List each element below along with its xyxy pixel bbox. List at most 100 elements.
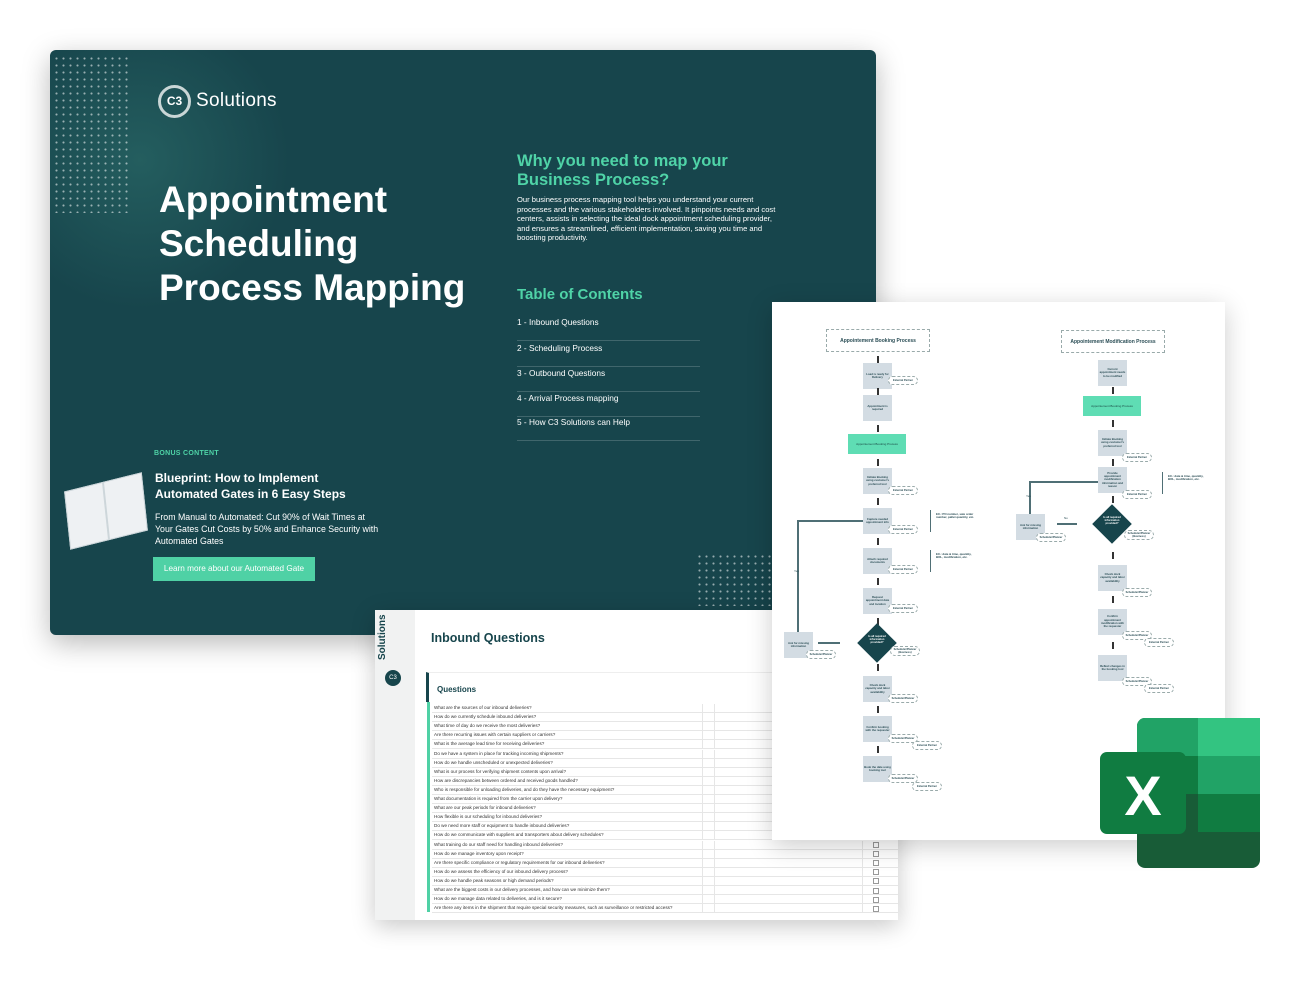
question-text: How do we communicate with suppliers and… xyxy=(434,832,604,838)
question-text: What are the sources of our inbound deli… xyxy=(434,705,532,710)
question-text: How do we handle peak seasons or high de… xyxy=(434,877,554,883)
role-pill: Scheduler/Planner xyxy=(888,734,918,743)
toc-item[interactable]: 4 - Arrival Process mapping xyxy=(517,392,700,417)
role-pill: External Partner xyxy=(1122,490,1152,499)
connector xyxy=(1112,642,1114,649)
no-connector xyxy=(1057,523,1077,525)
role-pill: External Partner xyxy=(912,741,942,750)
role-pill: External Partner xyxy=(888,604,918,613)
toc-item[interactable]: 3 - Outbound Questions xyxy=(517,367,700,392)
checkbox[interactable] xyxy=(873,860,879,867)
toc-item[interactable]: 5 - How C3 Solutions can Help xyxy=(517,416,700,441)
role-pill: Scheduler/Planner (Business) xyxy=(890,646,920,656)
role-pill: External Partner xyxy=(888,525,918,534)
yes-connector xyxy=(797,520,863,522)
process-step: Load is ready for Delivery xyxy=(863,363,892,389)
process-step: Book the date using booking tool xyxy=(863,756,892,782)
question-text: How do we manage data related to deliver… xyxy=(434,896,562,902)
checkbox[interactable] xyxy=(873,878,879,885)
checkbox[interactable] xyxy=(873,851,879,858)
question-text: How flexible is our scheduling for inbou… xyxy=(434,814,543,820)
question-text: Who is responsible for unloading deliver… xyxy=(434,786,615,792)
checkbox[interactable] xyxy=(873,905,879,912)
table-row: Are there specific compliance or regulat… xyxy=(432,858,898,868)
question-text: Do we have a system in place for trackin… xyxy=(434,750,564,756)
why-paragraph: Our business process mapping tool helps … xyxy=(517,195,776,243)
question-text: Are there any items in the shipment that… xyxy=(434,905,673,911)
decision-text: Is all required information provided? xyxy=(868,635,886,645)
process-step: Capture needed appointment info xyxy=(863,508,892,534)
note: EX.: PO number, sale order number, palle… xyxy=(930,510,976,532)
role-pill: Scheduler/Planner xyxy=(888,774,918,783)
table-row: How do we assess the efficiency of our i… xyxy=(432,867,898,877)
yes-label: Yes xyxy=(794,569,799,573)
role-pill: External Partner xyxy=(912,782,942,791)
flow-title: Appointement Booking Process xyxy=(826,329,930,352)
excel-icon: X xyxy=(1100,718,1260,868)
subprocess-step: Appointement Booking Process xyxy=(848,434,906,454)
process-step: Initiate Booking using customer's prefer… xyxy=(1098,430,1127,456)
guide-cover: C3 Solutions Appointment Scheduling Proc… xyxy=(50,50,876,635)
question-text: Do we need more staff or equipment to ha… xyxy=(434,823,570,829)
page-title: Inbound Questions xyxy=(431,631,545,645)
table-row: What are the biggest costs in our delive… xyxy=(432,886,898,896)
yes-connector xyxy=(1029,481,1031,514)
dot-pattern xyxy=(53,55,130,213)
connector xyxy=(1112,387,1114,394)
title-line: Scheduling xyxy=(159,223,359,264)
role-pill: External Partner xyxy=(888,486,918,495)
learn-more-button[interactable]: Learn more about our Automated Gate xyxy=(153,557,315,581)
blueprint-book-image xyxy=(64,472,148,550)
c3-logo-icon: C3 xyxy=(385,670,401,686)
bonus-text: From Manual to Automated: Cut 90% of Wai… xyxy=(155,512,379,546)
table-row: How do we manage data related to deliver… xyxy=(432,895,898,905)
checkbox[interactable] xyxy=(873,842,879,848)
process-step: Check dock capacity and labor availabili… xyxy=(863,676,892,702)
column-header: Questions xyxy=(437,685,477,694)
no-label: No xyxy=(1064,516,1068,520)
subprocess-step: Appointement Booking Process xyxy=(1083,396,1141,416)
connector xyxy=(877,578,879,585)
role-pill: External Partner xyxy=(888,565,918,574)
process-step: Request appointment date and location xyxy=(863,588,892,614)
connector xyxy=(877,459,879,466)
role-pill: External Partner xyxy=(1144,684,1174,693)
no-connector xyxy=(818,642,840,644)
checkbox[interactable] xyxy=(873,869,879,876)
connector xyxy=(877,618,879,625)
table-header: Questions xyxy=(426,672,898,702)
note: EX.: date & time, quantity, BOL, modific… xyxy=(930,550,976,572)
role-pill: Scheduler/Planner (Business) xyxy=(1124,530,1154,540)
process-step: Confirm appointment modification with th… xyxy=(1098,609,1127,635)
title-line: Process Mapping xyxy=(159,267,466,308)
question-text: How do we currently schedule inbound del… xyxy=(434,714,537,720)
decision-text: Is all required information provided? xyxy=(1103,516,1121,526)
connector xyxy=(1112,552,1114,559)
toc-item[interactable]: 2 - Scheduling Process xyxy=(517,342,700,367)
question-text: Are there specific compliance or regulat… xyxy=(434,859,605,865)
connector xyxy=(877,746,879,753)
role-pill: Scheduler/Planner xyxy=(1122,631,1152,640)
role-pill: Scheduler/Planner xyxy=(806,650,836,659)
process-step: Attach required documents xyxy=(863,548,892,574)
yes-connector xyxy=(797,520,799,632)
dot-pattern xyxy=(696,553,772,606)
role-pill: Scheduler/Planner xyxy=(888,694,918,703)
connector xyxy=(877,388,879,395)
process-step: Provide appointment modification informa… xyxy=(1098,467,1127,493)
process-step: Ask for missing information xyxy=(784,632,813,658)
question-text: Are there recurring issues with certain … xyxy=(434,732,556,738)
excel-letter: X xyxy=(1124,764,1161,827)
process-step: Current appointment needs to be modified xyxy=(1098,360,1127,386)
side-logo-text: Solutions xyxy=(377,614,388,660)
why-heading: Why you need to map your Business Proces… xyxy=(517,152,728,189)
table-row: What training do our staff need for hand… xyxy=(432,840,898,850)
logo-text: Solutions xyxy=(196,90,277,111)
toc-item[interactable]: 1 - Inbound Questions xyxy=(517,316,700,341)
connector xyxy=(877,706,879,713)
question-text: How do we manage inventory upon receipt? xyxy=(434,850,524,856)
checkbox[interactable] xyxy=(873,896,879,903)
page-sidebar xyxy=(375,610,415,920)
checkbox[interactable] xyxy=(873,887,879,894)
process-step: Confirm booking with the requester xyxy=(863,716,892,742)
